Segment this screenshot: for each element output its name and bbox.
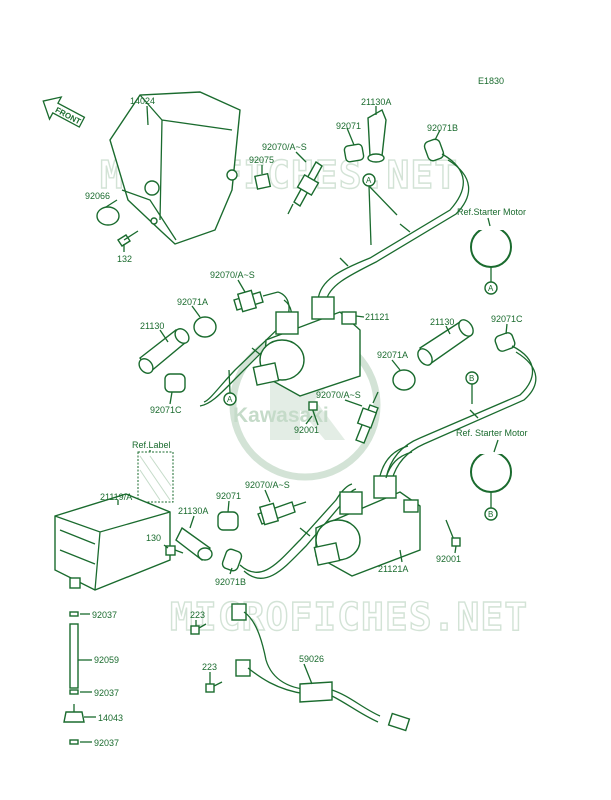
plug-cap-21130-right: [417, 319, 474, 366]
label-92071C-right: 92071C: [491, 314, 523, 324]
label-92070-top: 92070/A~S: [262, 142, 307, 152]
spark-plug-center: [355, 391, 379, 444]
ht-lead-right: [385, 345, 537, 481]
cap-92071-lower: [217, 511, 239, 531]
marker-b-right: B: [465, 371, 479, 404]
bolt-130: [165, 545, 184, 556]
marker-b-lower: B: [0, 0, 1, 1]
label-14024: 14024: [130, 96, 155, 106]
cap-92071A-right: [392, 369, 416, 391]
grommet-92066: [96, 206, 120, 226]
harness-59026: [231, 603, 411, 732]
svg-text:B: B: [0, 0, 1, 1]
label-92070-lower: 92070/A~S: [245, 480, 290, 490]
label-132: 132: [117, 254, 132, 264]
label-21130A-lower: 21130A: [178, 506, 208, 516]
label-92059: 92059: [94, 655, 119, 665]
svg-text:A: A: [488, 284, 494, 293]
diagram-code: E1830: [478, 76, 504, 86]
label-92001-center: 92001: [294, 425, 319, 435]
cdi-unit-21119: [54, 493, 171, 591]
bolt-223-b: [205, 681, 223, 693]
label-59026: 59026: [299, 654, 324, 664]
starter-ring-bottom: B: [470, 448, 512, 521]
label-92075: 92075: [249, 155, 274, 165]
label-21121A: 21121A: [378, 564, 408, 574]
clamp-92075: [254, 172, 272, 190]
bolt-132: [117, 230, 139, 247]
cover-14024: [109, 91, 241, 245]
label-92066: 92066: [85, 191, 110, 201]
bolt-223-a: [190, 623, 207, 635]
label-21130-right: 21130: [430, 317, 454, 327]
label-21121: 21121: [365, 312, 389, 322]
starter-ring-top: A: [470, 224, 512, 295]
cap-92071C-right: [494, 332, 516, 352]
ref-label-square: [137, 451, 174, 503]
label-92037-c: 92037: [94, 738, 119, 748]
label-ref-label: Ref.Label: [132, 440, 171, 450]
label-92071B-top: 92071B: [427, 123, 458, 133]
cap-92071A-left: [193, 316, 217, 338]
cap-92071B-top: [423, 138, 445, 162]
label-223-b: 223: [202, 662, 217, 672]
svg-text:B: B: [469, 374, 474, 383]
label-92071B-lower: 92071B: [215, 577, 246, 587]
spark-plug-mid: [233, 289, 279, 313]
label-92037-b: 92037: [94, 688, 119, 698]
svg-text:A: A: [366, 176, 372, 185]
front-arrow-icon: FRONT: [42, 96, 86, 128]
cap-92071B-lower: [221, 548, 243, 572]
spark-plug-lower: [257, 501, 307, 526]
bolt-92001-right: [445, 519, 461, 547]
label-92001-right: 92001: [436, 554, 461, 564]
marker-a-top: A: [362, 173, 398, 246]
watermark-text-bottom: MICROFICHES.NET: [170, 595, 528, 639]
watermark: MICROFICHES.NET MICROFICHES.NET Kawasaki: [99, 152, 528, 639]
label-92037-a: 92037: [92, 610, 117, 620]
label-14043: 14043: [98, 713, 123, 723]
watermark-logo-text: Kawasaki: [233, 404, 329, 427]
label-21119: 21119/A: [100, 492, 132, 502]
label-92071-top: 92071: [336, 121, 361, 131]
ignition-coil-21121: [252, 296, 361, 397]
label-92071C-left: 92071C: [150, 405, 182, 415]
bolt-92001-center: [308, 401, 319, 426]
label-92071A-left: 92071A: [177, 297, 208, 307]
ignition-coil-21121A: [313, 475, 421, 577]
svg-text:B: B: [488, 510, 493, 519]
label-92070-mid: 92070/A~S: [210, 270, 255, 280]
ht-lead-top: [317, 153, 470, 303]
label-ref-starter-bottom: Ref. Starter Motor: [456, 428, 528, 438]
hose-assembly: [63, 611, 85, 745]
label-21130A-top: 21130A: [361, 97, 391, 107]
label-92071A-right: 92071A: [377, 350, 408, 360]
label-130: 130: [146, 533, 161, 543]
label-92070-center: 92070/A~S: [316, 390, 361, 400]
cap-92071-top: [343, 143, 365, 163]
ht-lead-coil-A: [379, 445, 413, 479]
marker-a-left: A: [223, 369, 237, 406]
leader-lines: [78, 105, 508, 743]
label-21130-left: 21130: [140, 321, 164, 331]
plug-cap-21130A-top: [367, 108, 387, 163]
svg-text:A: A: [227, 395, 233, 404]
spark-plug-top: [287, 160, 323, 215]
plug-cap-21130A-lower: [175, 526, 213, 562]
label-92071-lower: 92071: [216, 491, 241, 501]
part-labels: 14024 92066 132 92075 92070/A~S 92071 21…: [85, 96, 528, 748]
plug-cap-21130-left: [138, 328, 190, 374]
cap-92071C-left: [164, 373, 186, 393]
label-223-a: 223: [190, 610, 205, 620]
label-ref-starter-top: Ref.Starter Motor: [457, 207, 526, 217]
